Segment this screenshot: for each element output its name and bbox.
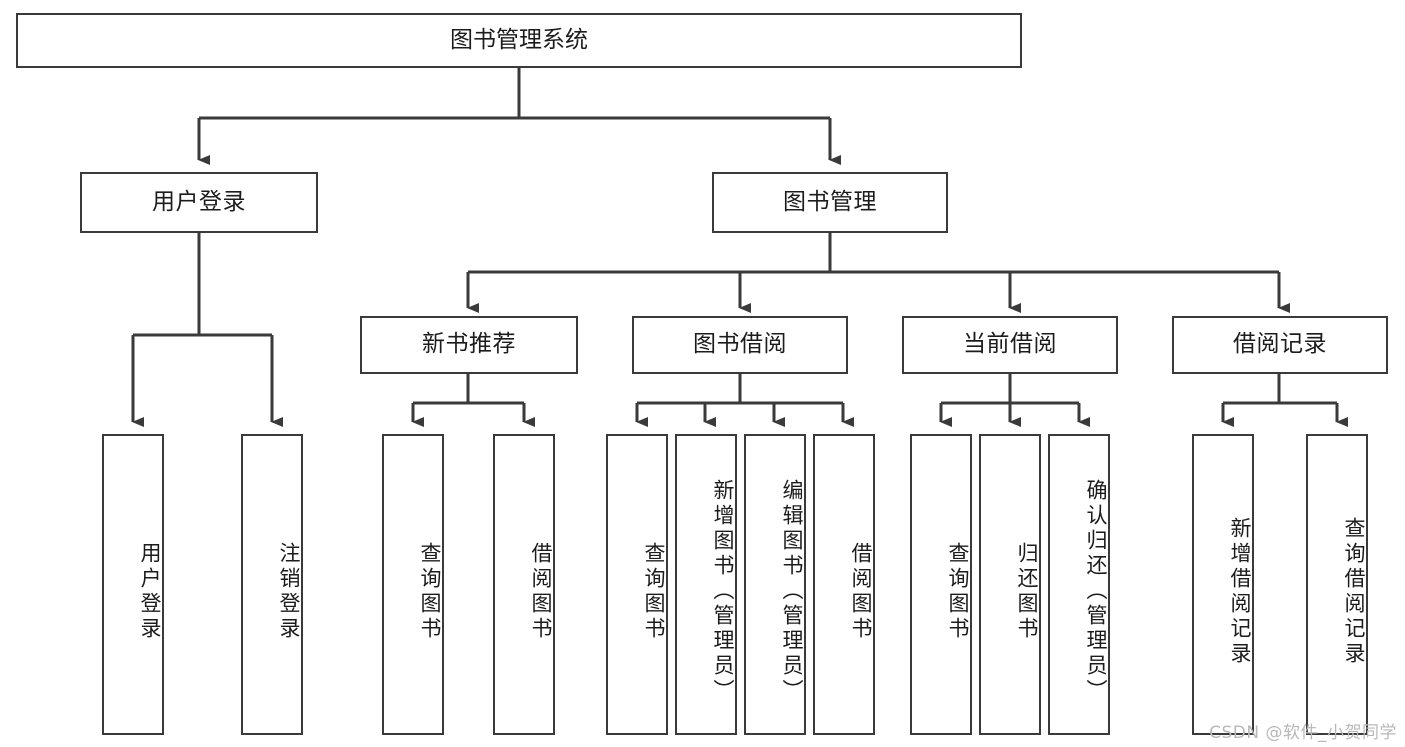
leaf-query-record-label: 查询借阅记录 xyxy=(1342,516,1366,667)
leaf-edit-book-label: 编辑图书（管理员） xyxy=(780,479,804,704)
leaf-return-book[interactable]: 归还图书 xyxy=(979,434,1041,735)
leaf-query-book-3-label: 查询图书 xyxy=(946,541,970,642)
node-book-manage-label: 图书管理 xyxy=(783,188,877,215)
leaf-borrow-book-1-label: 借阅图书 xyxy=(529,541,553,642)
leaf-confirm-return[interactable]: 确认归还（管理员） xyxy=(1048,434,1110,735)
leaf-add-record[interactable]: 新增借阅记录 xyxy=(1192,434,1254,735)
leaf-borrow-book-1[interactable]: 借阅图书 xyxy=(493,434,555,735)
leaf-query-book-1[interactable]: 查询图书 xyxy=(382,434,444,735)
node-borrow-record-label: 借阅记录 xyxy=(1233,331,1327,358)
leaf-confirm-return-label: 确认归还（管理员） xyxy=(1084,479,1108,704)
leaf-borrow-book-2-label: 借阅图书 xyxy=(849,541,873,642)
csdn-watermark: CSDN @软件_小贺同学 xyxy=(1209,723,1397,743)
node-user-login[interactable]: 用户登录 xyxy=(80,172,318,233)
leaf-return-book-label: 归还图书 xyxy=(1015,541,1039,642)
leaf-add-record-label: 新增借阅记录 xyxy=(1228,516,1252,667)
leaf-edit-book[interactable]: 编辑图书（管理员） xyxy=(744,434,806,735)
leaf-user-login[interactable]: 用户登录 xyxy=(102,434,164,735)
leaf-query-book-2[interactable]: 查询图书 xyxy=(606,434,668,735)
node-borrow-record[interactable]: 借阅记录 xyxy=(1172,316,1388,374)
leaf-add-book-label: 新增图书（管理员） xyxy=(711,479,735,704)
leaf-query-book-1-label: 查询图书 xyxy=(418,541,442,642)
node-root[interactable]: 图书管理系统 xyxy=(16,13,1022,68)
node-current-borrow[interactable]: 当前借阅 xyxy=(902,316,1118,374)
leaf-user-logout-label: 注销登录 xyxy=(277,541,301,642)
node-user-login-label: 用户登录 xyxy=(152,188,246,215)
node-root-label: 图书管理系统 xyxy=(450,26,588,53)
node-book-manage[interactable]: 图书管理 xyxy=(712,172,948,233)
node-new-book-recommend[interactable]: 新书推荐 xyxy=(360,316,578,374)
leaf-query-book-2-label: 查询图书 xyxy=(642,541,666,642)
leaf-add-book[interactable]: 新增图书（管理员） xyxy=(675,434,737,735)
node-new-book-recommend-label: 新书推荐 xyxy=(422,331,516,358)
leaf-user-login-label: 用户登录 xyxy=(138,541,162,642)
node-book-borrow[interactable]: 图书借阅 xyxy=(632,316,848,374)
leaf-query-book-3[interactable]: 查询图书 xyxy=(910,434,972,735)
leaf-user-logout[interactable]: 注销登录 xyxy=(241,434,303,735)
leaf-borrow-book-2[interactable]: 借阅图书 xyxy=(813,434,875,735)
leaf-query-record[interactable]: 查询借阅记录 xyxy=(1306,434,1368,735)
node-book-borrow-label: 图书借阅 xyxy=(693,331,787,358)
node-current-borrow-label: 当前借阅 xyxy=(963,331,1057,358)
